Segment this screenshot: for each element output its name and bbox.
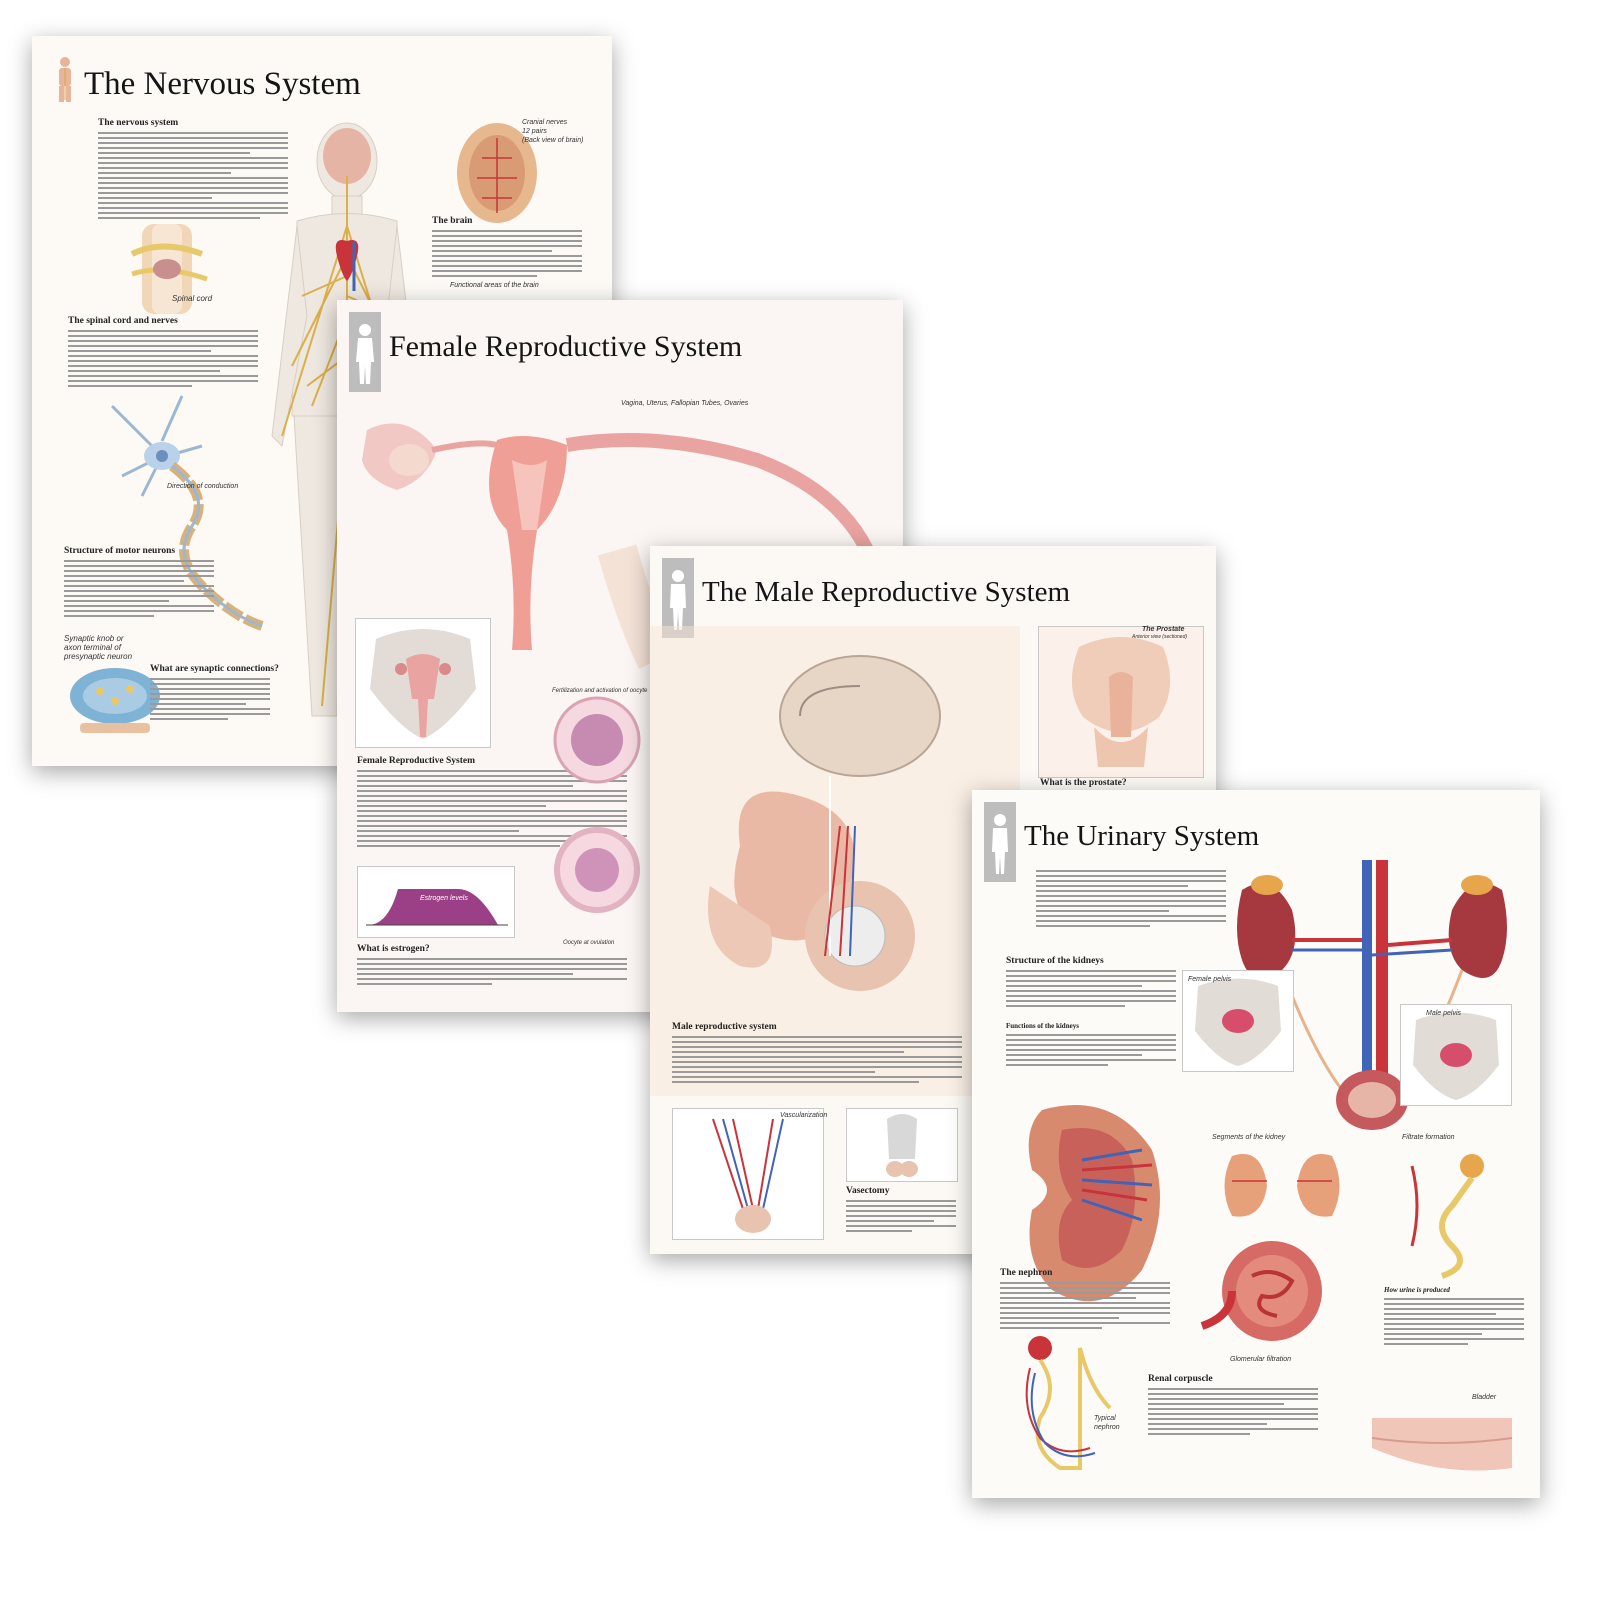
body-text (98, 132, 288, 222)
body-text (1006, 970, 1176, 1010)
body-text (1384, 1298, 1524, 1348)
body-text (150, 678, 270, 723)
caption-vascularization: Vascularization (780, 1112, 828, 1119)
poster-title: The Nervous System (84, 66, 361, 102)
male-pelvis-inset (1400, 1004, 1512, 1106)
human-figure-icon (59, 57, 71, 102)
spinal-cord-illustration (130, 224, 208, 314)
bladder-wall-illustration (1371, 1418, 1513, 1471)
caption-typical-nephron: Typical nephron (1094, 1415, 1120, 1431)
oocyte-illustration (553, 696, 641, 913)
uterus-illustration (362, 423, 876, 669)
body-text (357, 770, 627, 850)
caption-glomerular: Glomerular filtration (1230, 1356, 1292, 1363)
body-text (357, 958, 627, 988)
body-text (1036, 870, 1226, 930)
section-heading: Structure of motor neurons (64, 546, 176, 556)
urinary-tract-illustration (1237, 860, 1507, 1130)
poster-title: The Male Reproductive System (702, 576, 1071, 608)
section-heading: The spinal cord and nerves (68, 316, 178, 326)
body-text (64, 560, 214, 620)
pelvis-inset (355, 618, 491, 748)
section-heading: What is estrogen? (357, 944, 430, 954)
caption-cranial-nerves: Cranial nerves 12 pairs (Back view of br… (522, 119, 584, 144)
human-silhouette-icon (992, 814, 1008, 874)
glomerulus-illustration (1200, 1241, 1322, 1341)
caption-oocyte: Oocyte at ovulation (563, 940, 615, 946)
body-text (432, 230, 582, 280)
kidney-section-illustration (1028, 1105, 1160, 1302)
estrogen-chart: Estrogen levels (357, 866, 515, 938)
section-heading: The nervous system (98, 118, 179, 128)
poster-title: Female Reproductive System (389, 330, 743, 363)
nephron-illustration (1025, 1336, 1112, 1470)
human-silhouette-icon (670, 570, 686, 630)
caption-prostate: The Prostate (1142, 626, 1185, 633)
section-heading: What are synaptic connections? (150, 664, 279, 674)
caption-spinal-cord: Spinal cord (172, 294, 213, 303)
section-heading: Structure of the kidneys (1006, 956, 1104, 966)
vasectomy-inset (846, 1108, 958, 1182)
section-heading: What is the prostate? (1040, 778, 1127, 788)
caption-segments: Segments of the kidney (1212, 1134, 1286, 1141)
section-heading: Female Reproductive System (357, 756, 476, 766)
body-text (1148, 1388, 1318, 1438)
caption-female-pelvis: Female pelvis (1188, 976, 1232, 983)
motor-neuron-illustration (110, 395, 264, 631)
section-heading: Male reproductive system (672, 1022, 777, 1032)
brain-base-illustration (457, 123, 537, 223)
section-heading: Renal corpuscle (1148, 1374, 1213, 1384)
section-heading: The brain (432, 216, 473, 226)
caption-bladder: Bladder (1472, 1394, 1497, 1401)
prostate-inset (1038, 626, 1204, 778)
section-heading: Functions of the kidneys (1006, 1022, 1079, 1030)
body-text (68, 330, 258, 390)
body-text (1006, 1034, 1176, 1069)
poster-title: The Urinary System (1024, 820, 1260, 852)
section-heading: How urine is produced (1384, 1286, 1450, 1294)
body-text (672, 1036, 962, 1086)
section-heading: The nephron (1000, 1268, 1053, 1278)
body-text (1000, 1282, 1170, 1332)
caption-synaptic-knob: Synaptic knob or axon terminal of presyn… (64, 634, 133, 661)
caption-male-pelvis: Male pelvis (1426, 1010, 1462, 1017)
body-text (846, 1200, 956, 1235)
poster-urinary-system: The Urinary System Female pelvis Male pe… (972, 790, 1540, 1498)
caption-prostate-view: Anterior view (sectioned) (1132, 634, 1188, 640)
caption-filtrate: Filtrate formation (1402, 1134, 1455, 1141)
estrogen-levels-label: Estrogen levels (420, 895, 468, 902)
caption-functional-areas: Functional areas of the brain (450, 282, 539, 289)
vascularization-inset (672, 1108, 824, 1240)
male-anatomy-illustration (650, 626, 1020, 1096)
human-silhouette-icon (356, 324, 374, 384)
synapse-illustration (70, 668, 160, 733)
caption-fertilization: Fertilization and activation of oocyte (552, 688, 648, 694)
kidney-segments-illustration (1224, 1154, 1340, 1217)
caption-vagina-uterus: Vagina, Uterus, Fallopian Tubes, Ovaries (621, 400, 749, 407)
filtrate-illustration (1410, 1154, 1484, 1279)
caption-direction: Direction of conduction (167, 483, 239, 490)
female-pelvis-inset (1182, 970, 1294, 1072)
section-heading: Vasectomy (846, 1186, 890, 1196)
